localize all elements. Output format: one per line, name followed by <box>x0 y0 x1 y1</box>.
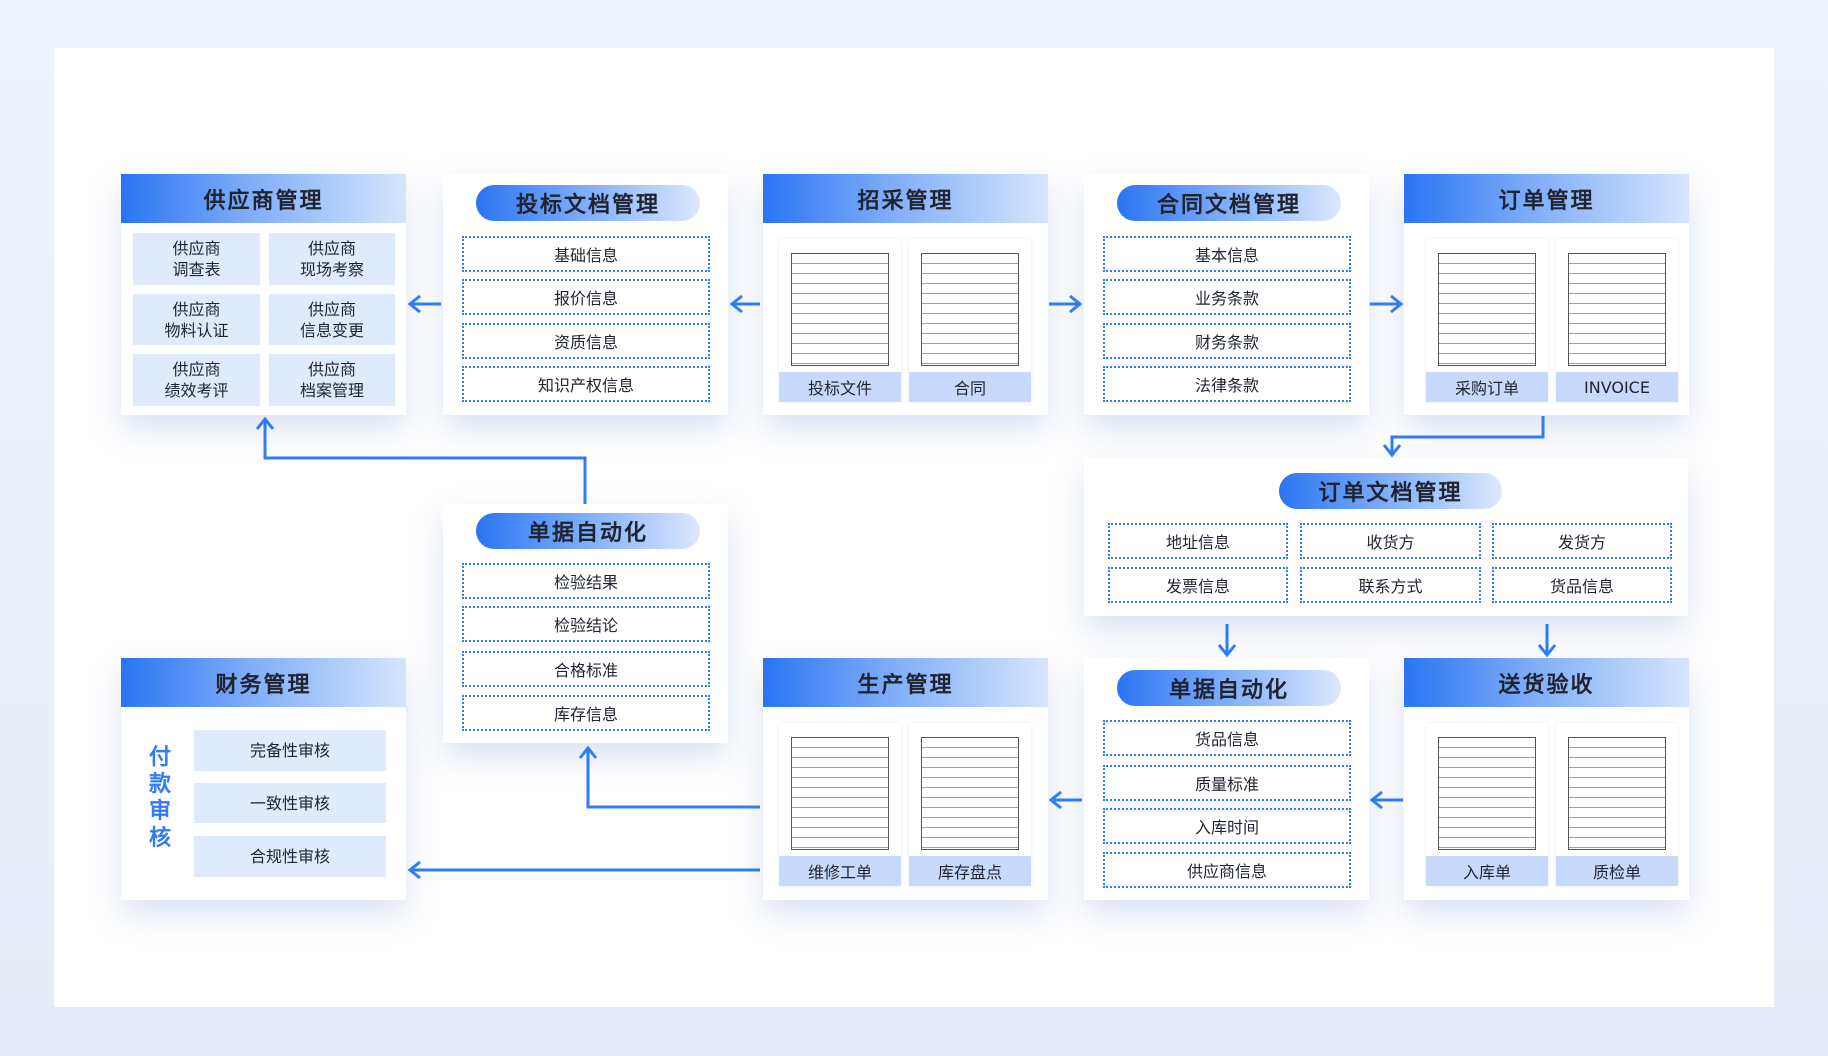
arrow-production-to-auto <box>578 745 760 809</box>
field-item: 法律条款 <box>1103 366 1351 402</box>
arrow-auto-to-production <box>1048 790 1082 810</box>
field-item: 库存信息 <box>462 695 710 731</box>
document-thumbnail: INVOICE <box>1556 239 1678 402</box>
review-item: 合规性审核 <box>194 836 386 877</box>
review-item: 一致性审核 <box>194 783 386 823</box>
arrow-contract-to-order <box>1370 294 1404 314</box>
supplier-item: 供应商绩效考评 <box>133 354 260 406</box>
card-title: 订单文档管理 <box>1279 473 1502 509</box>
field-item: 基础信息 <box>462 236 710 272</box>
item-line: 档案管理 <box>299 381 364 400</box>
field-item: 货品信息 <box>1492 567 1672 603</box>
item-line: 调查表 <box>172 260 221 279</box>
arrow-order-docs-to-delivery <box>1537 624 1557 658</box>
document-thumbnail: 投标文件 <box>779 239 901 402</box>
supplier-item: 供应商调查表 <box>133 233 260 285</box>
item-line: 供应商 <box>172 239 221 258</box>
document-label: INVOICE <box>1556 372 1678 402</box>
document-thumbnail: 库存盘点 <box>909 723 1031 886</box>
item-line: 供应商 <box>172 299 221 319</box>
card-title: 送货验收 <box>1404 658 1689 707</box>
field-item: 报价信息 <box>462 279 710 315</box>
card-title: 招采管理 <box>763 174 1048 223</box>
item-line: 物料认证 <box>164 320 229 340</box>
field-item: 发货方 <box>1492 523 1672 559</box>
document-label: 维修工单 <box>779 856 901 886</box>
procurement-card: 招采管理 投标文件 合同 <box>763 174 1048 415</box>
card-title: 单据自动化 <box>476 513 700 549</box>
delivery-acceptance-card: 送货验收 入库单 质检单 <box>1404 658 1689 900</box>
item-line: 信息变更 <box>299 320 364 340</box>
document-thumbnail: 入库单 <box>1426 723 1548 886</box>
item-line: 供应商 <box>172 360 221 379</box>
field-item: 收货方 <box>1300 523 1481 559</box>
card-title: 订单管理 <box>1404 174 1689 223</box>
document-label: 采购订单 <box>1426 372 1548 402</box>
card-title: 合同文档管理 <box>1117 185 1341 221</box>
field-item: 业务条款 <box>1103 279 1351 315</box>
card-title: 生产管理 <box>763 658 1048 707</box>
order-management-card: 订单管理 采购订单 INVOICE <box>1404 174 1689 415</box>
arrow-procurement-to-bid <box>729 294 760 314</box>
arrow-procurement-to-contract <box>1049 294 1083 314</box>
arrow-production-to-finance <box>407 860 760 880</box>
document-label: 合同 <box>909 372 1031 402</box>
field-item: 发票信息 <box>1108 567 1288 603</box>
field-item: 财务条款 <box>1103 323 1351 359</box>
payment-review-label: 付款审核 <box>148 745 171 851</box>
item-line: 供应商 <box>307 360 356 379</box>
document-label: 投标文件 <box>779 372 901 402</box>
field-item: 资质信息 <box>462 323 710 359</box>
review-item: 完备性审核 <box>194 730 386 771</box>
field-item: 检验结果 <box>462 563 710 599</box>
arrow-bid-to-supplier <box>407 294 441 314</box>
field-item: 质量标准 <box>1103 765 1351 801</box>
field-item: 合格标准 <box>462 651 710 687</box>
card-title: 财务管理 <box>121 658 406 707</box>
document-thumbnail: 合同 <box>909 239 1031 402</box>
supplier-item: 供应商信息变更 <box>269 294 395 345</box>
supplier-item: 供应商档案管理 <box>269 354 395 406</box>
card-title: 供应商管理 <box>121 174 406 223</box>
field-item: 入库时间 <box>1103 808 1351 844</box>
field-item: 地址信息 <box>1108 523 1288 559</box>
document-label: 入库单 <box>1426 856 1548 886</box>
field-item: 检验结论 <box>462 606 710 642</box>
item-line: 供应商 <box>307 299 356 319</box>
supplier-item: 供应商现场考察 <box>269 233 395 285</box>
card-title: 单据自动化 <box>1117 670 1341 706</box>
document-thumbnail: 维修工单 <box>779 723 901 886</box>
document-label: 库存盘点 <box>909 856 1031 886</box>
item-line: 供应商 <box>307 239 356 258</box>
field-item: 货品信息 <box>1103 720 1351 756</box>
field-item: 联系方式 <box>1300 567 1481 603</box>
document-thumbnail: 采购订单 <box>1426 239 1548 402</box>
arrow-delivery-to-auto <box>1369 790 1403 810</box>
card-title: 投标文档管理 <box>476 185 700 221</box>
arrow-order-to-order-docs <box>1382 416 1545 458</box>
production-management-card: 生产管理 维修工单 库存盘点 <box>763 658 1048 900</box>
arrow-auto-to-supplier <box>255 416 587 504</box>
field-item: 知识产权信息 <box>462 366 710 402</box>
item-line: 现场考察 <box>299 260 364 279</box>
field-item: 基本信息 <box>1103 236 1351 272</box>
supplier-item: 供应商物料认证 <box>133 294 260 345</box>
arrow-order-docs-to-auto <box>1217 624 1237 658</box>
field-item: 供应商信息 <box>1103 852 1351 888</box>
document-label: 质检单 <box>1556 856 1678 886</box>
item-line: 绩效考评 <box>164 381 229 400</box>
document-thumbnail: 质检单 <box>1556 723 1678 886</box>
